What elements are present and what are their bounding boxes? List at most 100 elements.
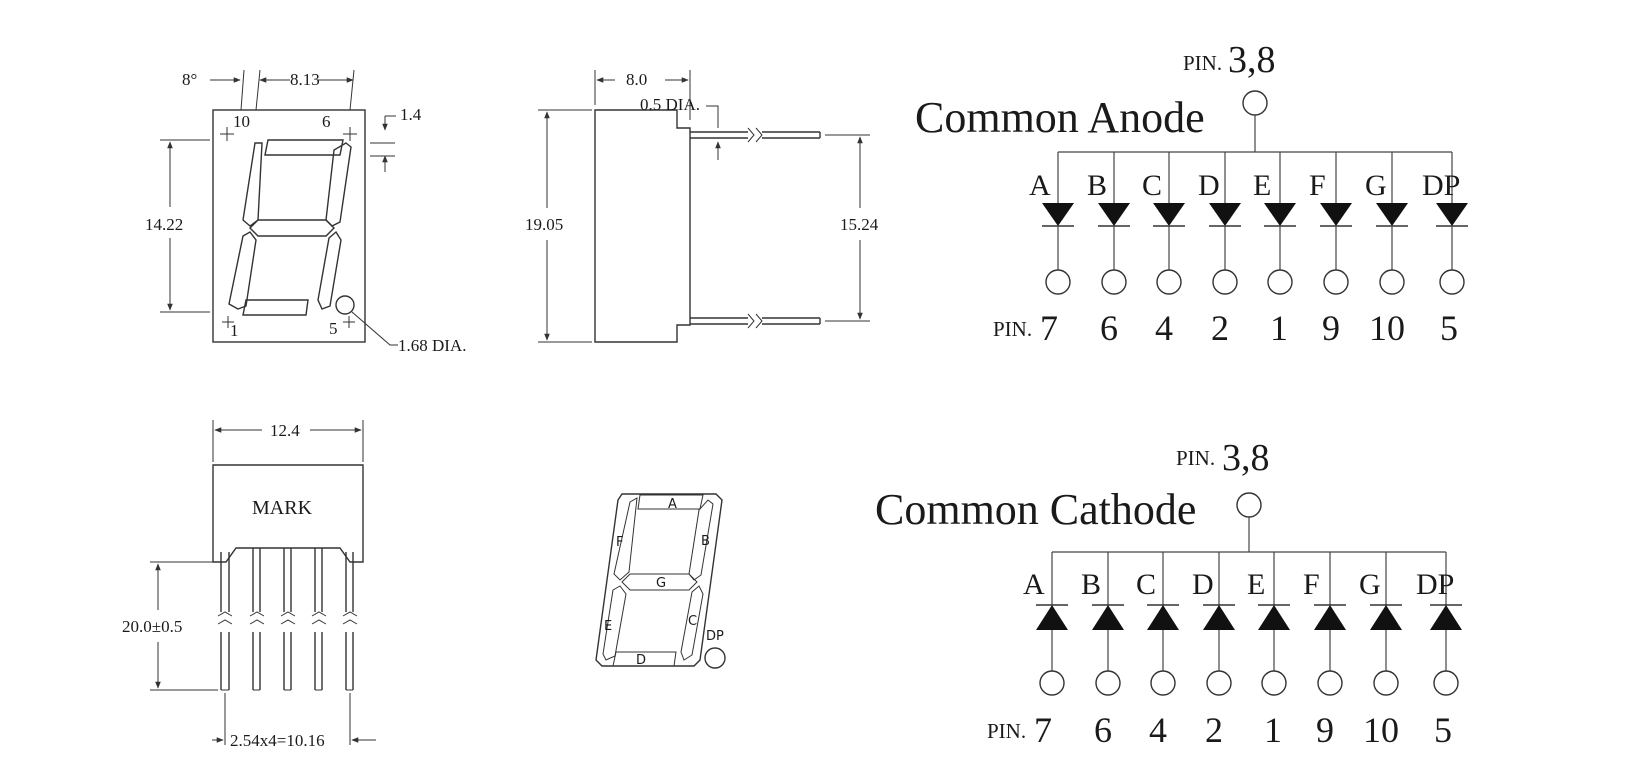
segment-label-d: D	[636, 653, 646, 668]
pin-terminal	[1150, 670, 1176, 696]
segment-letter: A	[1023, 568, 1045, 601]
dim-front-width: 8.13	[290, 70, 320, 89]
pin-terminal	[1095, 670, 1121, 696]
pin-terminal	[1206, 670, 1232, 696]
common_anode-channel-c: C4	[1142, 152, 1185, 348]
pin-number: 2	[1211, 308, 1229, 348]
common_cathode-channel-a: A7	[1023, 552, 1068, 750]
digit-segments-outline	[228, 139, 352, 316]
segment-label-e: E	[604, 619, 612, 634]
diode-symbol	[1098, 203, 1130, 226]
pin-label-6: 6	[322, 112, 331, 131]
pin-terminal	[1261, 670, 1287, 696]
common-anode-schematic: PIN. 3,8 Common Anode PIN. A7B6C4D2E1F9G…	[915, 39, 1468, 348]
pin-terminal	[1156, 269, 1182, 295]
common_anode-channel-e: E1	[1253, 152, 1296, 348]
dim-pin-row-spacing: 15.24	[840, 215, 879, 234]
common_anode-channel-a: A7	[1029, 152, 1074, 348]
segment-label-a: A	[668, 497, 677, 512]
diode-symbol	[1430, 605, 1462, 630]
dim-pin-hole-dia: 1.68 DIA.	[398, 336, 466, 355]
cathode-title: Common Cathode	[875, 485, 1196, 534]
cathode-common-pin-prefix: PIN.	[1176, 446, 1215, 470]
common_anode-channel-f: F9	[1309, 152, 1352, 348]
pin-number: 4	[1155, 308, 1173, 348]
diode-symbol	[1258, 605, 1290, 630]
diode-symbol	[1153, 203, 1185, 226]
diode-symbol	[1209, 203, 1241, 226]
diode-symbol	[1092, 605, 1124, 630]
segment-label-b: B	[701, 534, 710, 549]
diode-symbol	[1036, 605, 1068, 630]
diode-symbol	[1376, 203, 1408, 226]
cathode-common-terminal	[1236, 492, 1262, 518]
segment-letter: A	[1029, 169, 1051, 202]
common_cathode-channel-d: D2	[1192, 552, 1235, 750]
segment-letter: DP	[1416, 568, 1454, 601]
anode-common-pin: 3,8	[1228, 39, 1276, 81]
pin-number: 1	[1270, 308, 1288, 348]
dim-body-height: 19.05	[525, 215, 563, 234]
pin-number: 6	[1100, 308, 1118, 348]
segment-letter: F	[1309, 169, 1326, 202]
pin-number: 10	[1363, 710, 1399, 750]
pin-number: 9	[1322, 308, 1340, 348]
segment-letter: B	[1081, 568, 1101, 601]
dim-pin-length: 20.0±0.5	[122, 617, 182, 636]
pin-number: 9	[1316, 710, 1334, 750]
common_anode-channel-d: D2	[1198, 152, 1241, 348]
anode-pin-prefix: PIN.	[993, 317, 1032, 341]
pin-number: 5	[1434, 710, 1452, 750]
pin-terminal	[1101, 269, 1127, 295]
pin-number: 7	[1040, 308, 1058, 348]
pin-number: 5	[1440, 308, 1458, 348]
common_anode-channel-dp: DP5	[1422, 152, 1468, 348]
diode-symbol	[1314, 605, 1346, 630]
pin-terminal	[1212, 269, 1238, 295]
segment-label-c: C	[688, 614, 697, 629]
common-cathode-schematic: PIN. 3,8 Common Cathode PIN. A7B6C4D2E1F…	[875, 437, 1462, 750]
pin-terminal	[1267, 269, 1293, 295]
pin-number: 2	[1205, 710, 1223, 750]
common_cathode-channel-g: G10	[1359, 552, 1402, 750]
common_cathode-channel-dp: DP 5	[1416, 552, 1462, 750]
diode-symbol	[1264, 203, 1296, 226]
front-outline-view: 10 6 1 5 8° 8.13 1.4 14.22 1.68 DIA.	[145, 69, 466, 355]
diode-symbol	[1042, 203, 1074, 226]
cathode-pin-prefix: PIN.	[987, 719, 1026, 743]
pin-number: 7	[1034, 710, 1052, 750]
diode-symbol	[1147, 605, 1179, 630]
dim-pin-dia: 0.5 DIA.	[640, 95, 700, 114]
pin-terminal	[1379, 269, 1405, 295]
diode-symbol	[1370, 605, 1402, 630]
segment-letter: C	[1142, 169, 1162, 202]
segment-letter: D	[1192, 568, 1214, 601]
pin-terminal	[1039, 670, 1065, 696]
pin-number: 4	[1149, 710, 1167, 750]
pin-number: 10	[1369, 308, 1405, 348]
anode-common-terminal	[1242, 90, 1268, 116]
pin-label-1: 1	[230, 321, 239, 340]
pin-terminal	[1045, 269, 1071, 295]
dim-body-width: 12.4	[270, 421, 300, 440]
dim-body-depth: 8.0	[626, 70, 647, 89]
segment-dp-dot	[704, 647, 726, 669]
segment-letter: E	[1253, 169, 1271, 202]
mark-label: MARK	[252, 497, 313, 519]
pin-terminal	[1439, 269, 1465, 295]
bottom-outline-view: MARK 12.4 20.0±0.5 2.	[122, 420, 376, 750]
segment-letter: D	[1198, 169, 1220, 202]
pin-terminal	[1317, 670, 1343, 696]
segment-letter: G	[1365, 169, 1387, 202]
common_cathode-channel-c: C4	[1136, 552, 1179, 750]
pin-row	[217, 548, 358, 691]
pin-terminal	[1323, 269, 1349, 295]
pin-terminal	[1433, 670, 1459, 696]
pin-number: 6	[1094, 710, 1112, 750]
segment-label-dp: DP	[706, 629, 724, 644]
common_cathode-channel-b: B6	[1081, 552, 1124, 750]
pin-terminal	[1373, 670, 1399, 696]
diode-symbol	[1436, 203, 1468, 226]
common_anode-channel-b: B6	[1087, 152, 1130, 348]
